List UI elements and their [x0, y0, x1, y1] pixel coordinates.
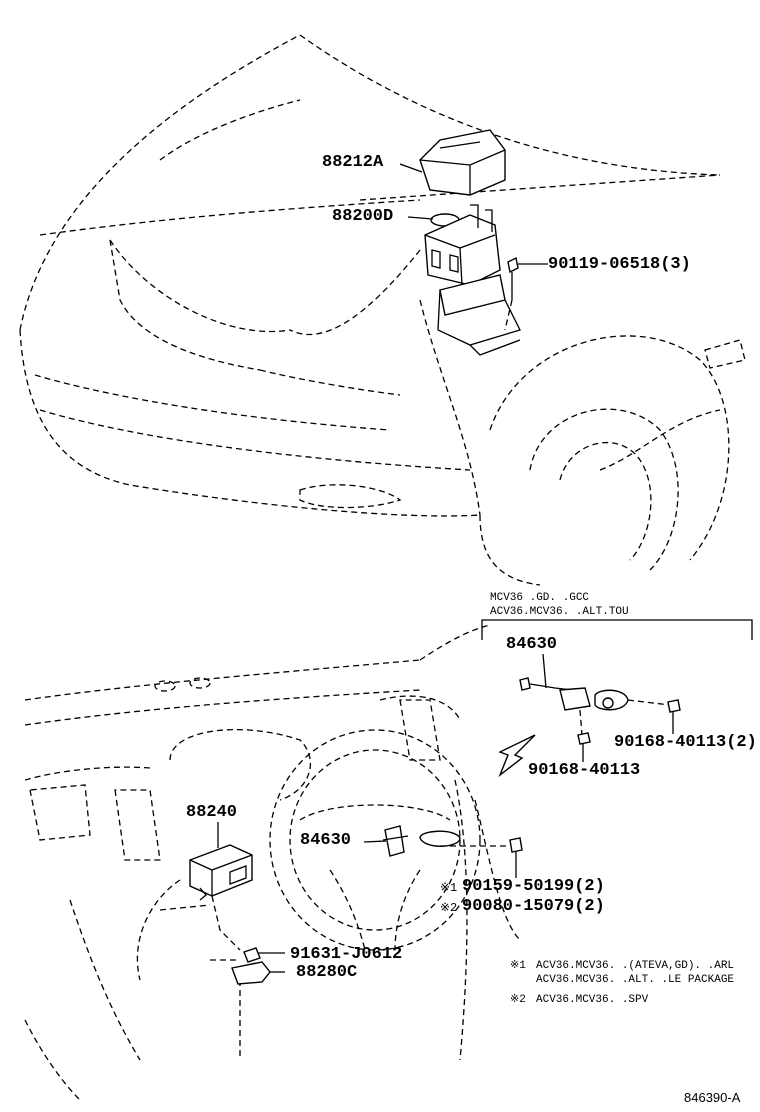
ecu-drawing — [189, 844, 253, 951]
dashboard-outline — [24, 624, 521, 1101]
leader-screw-alt — [582, 744, 584, 762]
label-screw-note2: 90080-15079(2) — [462, 897, 605, 916]
figure-id: 846390-A — [684, 1090, 741, 1105]
label-actuator: 88200D — [332, 207, 394, 226]
alt-header-line1: MCV36 .GD. .GCC — [490, 592, 590, 604]
legend1-mark: ※1 — [510, 960, 526, 972]
legend2-line1: ACV36.MCV36. .SPV — [536, 994, 649, 1006]
leader-computer — [217, 822, 219, 848]
leader-screw-alt-2 — [672, 712, 674, 734]
leader-switch-alt — [542, 654, 547, 689]
label-sensor: 88280C — [296, 963, 358, 982]
label-switch-main: 84630 — [300, 831, 352, 850]
car-front-outline — [19, 34, 746, 586]
legend2-mark: ※2 — [510, 994, 526, 1006]
label-cover: 88212A — [322, 153, 384, 172]
alternate-switch-drawing — [481, 619, 753, 778]
label-bolt-top: 90119-06518(3) — [548, 255, 691, 274]
leader-cover — [400, 163, 423, 173]
leader-screw-note1 — [515, 852, 517, 878]
label-screw-alt-2: 90168-40113(2) — [614, 733, 757, 752]
steering-sensor-drawing — [382, 825, 523, 857]
abs-actuator-drawing — [419, 129, 521, 356]
label-screw-bottom: 91631-J0612 — [290, 945, 403, 964]
label-screw-alt: 90168-40113 — [528, 761, 641, 780]
alt-header-line2: ACV36.MCV36. .ALT.TOU — [490, 606, 629, 618]
label-switch-alt: 84630 — [506, 635, 558, 654]
label-screw-note1: 90159-50199(2) — [462, 877, 605, 896]
leader-switch-main — [364, 840, 387, 843]
leader-bolt-top — [518, 263, 548, 265]
sensor-drawing — [231, 947, 285, 985]
legend1-line1: ACV36.MCV36. .(ATEVA,GD). .ARL — [536, 960, 735, 972]
mark1: ※1 — [440, 881, 458, 895]
mark2: ※2 — [440, 901, 458, 915]
legend1-line2: ACV36.MCV36. .ALT. .LE PACKAGE — [536, 974, 735, 986]
label-computer: 88240 — [186, 803, 238, 822]
leader-actuator — [408, 216, 434, 220]
